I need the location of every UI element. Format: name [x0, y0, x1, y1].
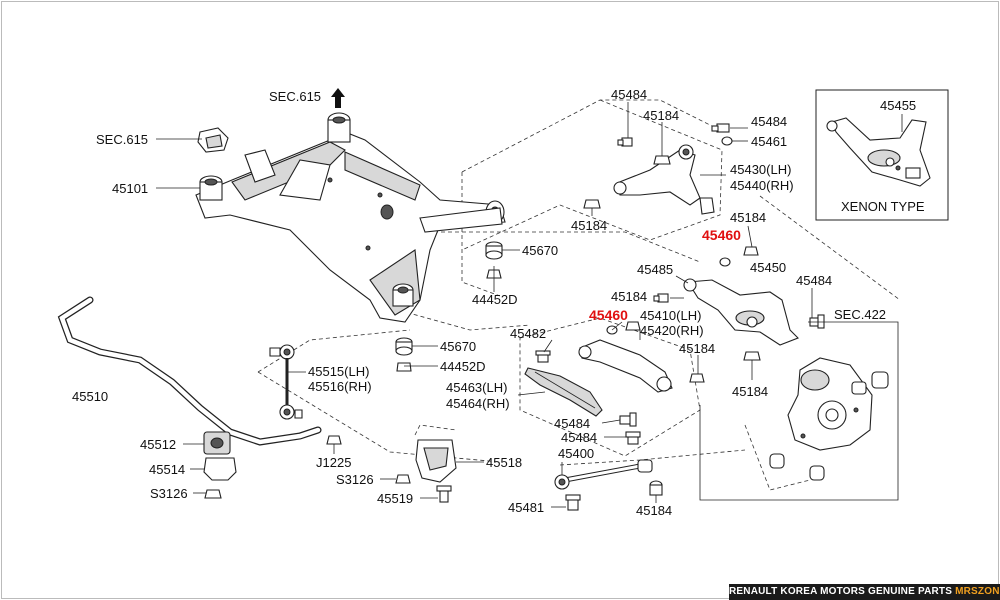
label-45101[interactable]: 45101: [112, 181, 148, 196]
bolt-45484-link-a[interactable]: [619, 412, 637, 427]
label-45481[interactable]: 45481: [508, 500, 544, 515]
label-45184-d[interactable]: 45184: [611, 289, 647, 304]
washer-45461[interactable]: [721, 136, 733, 146]
label-45460-upper[interactable]: 45460: [702, 227, 741, 243]
label-44452d-lower[interactable]: 44452D: [440, 359, 486, 374]
label-j1225[interactable]: J1225: [316, 455, 351, 470]
label-45450[interactable]: 45450: [750, 260, 786, 275]
label-45184-c[interactable]: 45184: [730, 210, 766, 225]
lateral-link-45410[interactable]: [578, 339, 673, 393]
label-45184-f[interactable]: 45184: [732, 384, 768, 399]
footer-text: RENAULT KOREA MOTORS GENUINE PARTS: [729, 586, 956, 597]
label-xenon-type: XENON TYPE: [841, 199, 925, 214]
bolt-45481[interactable]: [565, 494, 581, 511]
label-45484-c[interactable]: 45484: [796, 273, 832, 288]
nut-45184-upper[interactable]: [653, 155, 671, 165]
label-45512[interactable]: 45512: [140, 437, 176, 452]
bolt-45485[interactable]: [653, 293, 669, 303]
bolt-45484-upper-a[interactable]: [617, 137, 633, 147]
nut-45184-mid[interactable]: [689, 373, 705, 383]
label-45420[interactable]: 45420(RH): [640, 323, 704, 338]
nut-45184-lateral[interactable]: [625, 321, 641, 331]
label-45670-upper[interactable]: 45670: [522, 243, 558, 258]
leader-lines: [156, 102, 903, 508]
subframe-45101[interactable]: [195, 112, 506, 323]
label-45516[interactable]: 45516(RH): [308, 379, 372, 394]
clamp-45514[interactable]: [203, 457, 237, 481]
label-44452d-upper[interactable]: 44452D: [472, 292, 518, 307]
label-45400[interactable]: 45400: [558, 446, 594, 461]
label-45484-b[interactable]: 45484: [751, 114, 787, 129]
lower-arm-45450[interactable]: [683, 278, 799, 346]
label-45464[interactable]: 45464(RH): [446, 396, 510, 411]
bushing-45512[interactable]: [203, 431, 231, 455]
nut-45184-right-upper[interactable]: [743, 246, 759, 256]
footer-accent: MRSZONE: [955, 586, 1000, 597]
sec422-frame: [699, 321, 899, 501]
upper-arm-45430[interactable]: [613, 144, 715, 215]
bolt-45519[interactable]: [436, 485, 452, 503]
label-45484-a[interactable]: 45484: [611, 87, 647, 102]
label-45184-b[interactable]: 45184: [571, 218, 607, 233]
bracket-sec615: [197, 127, 229, 153]
label-45430[interactable]: 45430(LH): [730, 162, 791, 177]
bracket-45518[interactable]: [415, 439, 457, 483]
label-45518[interactable]: 45518: [486, 455, 522, 470]
washer-45460-upper[interactable]: [719, 257, 731, 267]
label-45485[interactable]: 45485: [637, 262, 673, 277]
xenon-type-inset: [815, 89, 949, 221]
nut-45184-bottom[interactable]: [649, 480, 663, 496]
label-45440[interactable]: 45440(RH): [730, 178, 794, 193]
nut-45184-left-upper[interactable]: [583, 199, 601, 209]
label-sec615-top[interactable]: SEC.615: [269, 89, 321, 104]
label-45460-lower[interactable]: 45460: [589, 307, 628, 323]
label-s3126-left[interactable]: S3126: [150, 486, 188, 501]
bolt-45482[interactable]: [535, 350, 551, 363]
knuckle-sec422[interactable]: [769, 357, 889, 481]
nut-s3126-left[interactable]: [204, 489, 222, 499]
link-45463[interactable]: [524, 367, 603, 417]
label-45514[interactable]: 45514: [149, 462, 185, 477]
label-45670-lower[interactable]: 45670: [440, 339, 476, 354]
footer-banner: RENAULT KOREA MOTORS GENUINE PARTS MRSZO…: [729, 584, 1000, 600]
label-45484-d[interactable]: 45484: [554, 416, 590, 431]
nut-s3126-right[interactable]: [395, 474, 411, 484]
label-45519[interactable]: 45519: [377, 491, 413, 506]
part-labels: SEC.615 SEC.615 45101 45670 44452D 45670…: [72, 87, 925, 518]
label-sec422[interactable]: SEC.422: [834, 307, 886, 322]
label-45410[interactable]: 45410(LH): [640, 308, 701, 323]
label-45510[interactable]: 45510: [72, 389, 108, 404]
label-45482[interactable]: 45482: [510, 326, 546, 341]
label-45461[interactable]: 45461: [751, 134, 787, 149]
label-sec615-left[interactable]: SEC.615: [96, 132, 148, 147]
label-45515[interactable]: 45515(LH): [308, 364, 369, 379]
nut-j1225[interactable]: [326, 435, 342, 445]
bolt-45484-link-b[interactable]: [625, 431, 641, 445]
nut-45184-lower-arm[interactable]: [743, 351, 761, 361]
stabilizer-link-45515[interactable]: [269, 344, 303, 420]
label-s3126-right[interactable]: S3126: [336, 472, 374, 487]
label-45455[interactable]: 45455: [880, 98, 916, 113]
label-45184-a[interactable]: 45184: [643, 108, 679, 123]
stabilizer-bar-45510[interactable]: [57, 296, 322, 446]
arrow-up-icon: [331, 88, 345, 108]
bolt-45484-upper-b[interactable]: [711, 123, 730, 133]
label-45484-e[interactable]: 45484: [561, 430, 597, 445]
label-45184-e[interactable]: 45184: [679, 341, 715, 356]
toe-link-45400[interactable]: [554, 459, 653, 490]
label-45463[interactable]: 45463(LH): [446, 380, 507, 395]
label-45184-g[interactable]: 45184: [636, 503, 672, 518]
mount-45670-lower[interactable]: [395, 337, 413, 372]
